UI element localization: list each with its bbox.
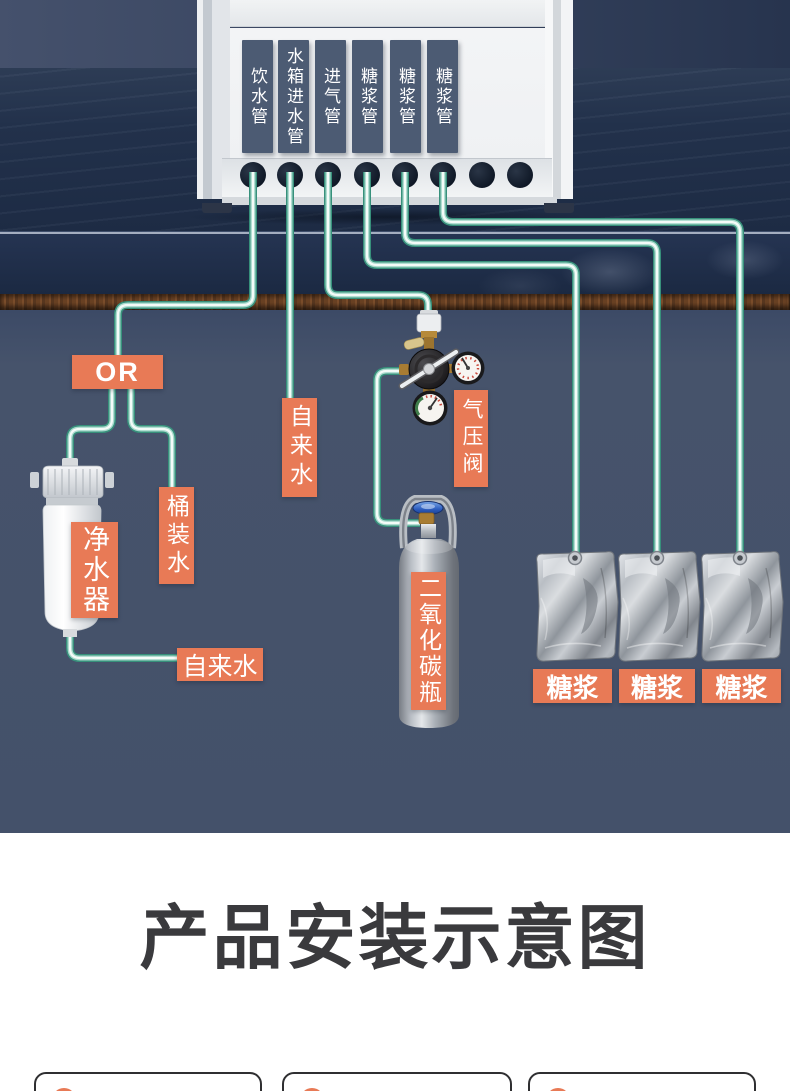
port-label-tab-syrup-3: 糖浆管 <box>427 40 458 153</box>
tube-port-hole-empty <box>469 162 495 188</box>
machine-bottom-edge <box>222 197 557 205</box>
port-label-tab-tank-inlet: 水箱进水管 <box>278 40 309 153</box>
feature-card <box>528 1072 756 1091</box>
feature-card <box>34 1072 262 1091</box>
bottled-water-label: 桶装水 <box>159 487 194 584</box>
beverage-machine-back-panel: 饮水管 水箱进水管 进气管 糖浆管 糖浆管 糖浆管 <box>197 0 574 213</box>
syrup-label-2: 糖浆 <box>619 669 695 703</box>
tube-port-hole <box>240 162 266 188</box>
machine-shadow <box>190 209 582 225</box>
bullet-icon <box>52 1088 76 1091</box>
bullet-icon <box>546 1088 570 1091</box>
water-purifier-label: 净水器 <box>71 522 118 618</box>
tube-port-hole <box>392 162 418 188</box>
section-title: 产品安装示意图 <box>139 899 651 977</box>
tube-port-hole-empty <box>507 162 533 188</box>
white-section <box>0 833 790 1091</box>
wood-trim-strip <box>0 294 790 310</box>
port-label-tab-air-inlet: 进气管 <box>315 40 346 153</box>
tap-water-inlet-label: 自来水 <box>282 398 317 497</box>
port-label-tab-syrup-1: 糖浆管 <box>352 40 383 153</box>
bullet-icon <box>300 1088 324 1091</box>
countertop-front-face <box>0 234 790 294</box>
tube-port-hole <box>315 162 341 188</box>
machine-port-strip <box>222 158 552 198</box>
tap-water-source-label: 自来水 <box>177 648 263 681</box>
tube-port-hole <box>277 162 303 188</box>
or-label: OR <box>72 355 163 389</box>
port-label-tab-drinking-water: 饮水管 <box>242 40 273 153</box>
air-pressure-valve-label: 气压阀 <box>454 390 488 487</box>
co2-cylinder-label: 二氧化碳瓶 <box>411 572 446 710</box>
feature-card <box>282 1072 512 1091</box>
tube-port-hole <box>354 162 380 188</box>
port-label-tab-syrup-2: 糖浆管 <box>390 40 421 153</box>
syrup-label-1: 糖浆 <box>533 669 612 703</box>
syrup-label-3: 糖浆 <box>702 669 781 703</box>
machine-top-edge <box>230 0 545 27</box>
tube-port-hole <box>430 162 456 188</box>
